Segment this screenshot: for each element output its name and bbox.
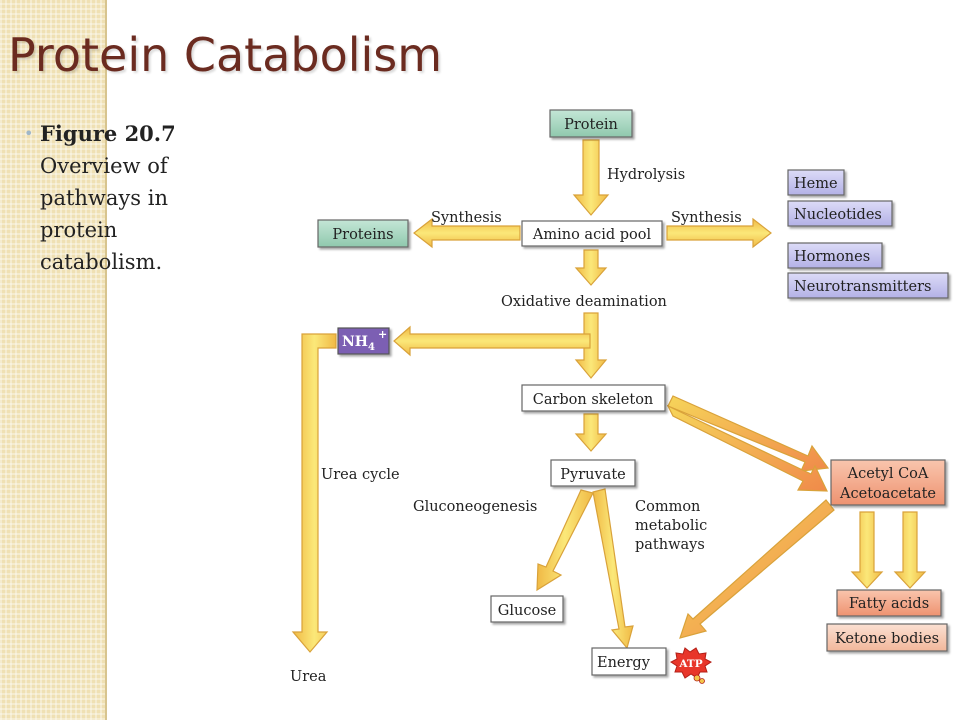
box-acetyl-coa [830, 459, 946, 506]
box-neurotransmitters [787, 272, 949, 299]
box-pyruvate [550, 459, 636, 487]
arrow-gluconeogenesis [536, 489, 594, 592]
label-common: Common [635, 499, 700, 515]
arrow-synthesis-left [413, 217, 521, 249]
label-neurotransmitters: Neurotransmitters [794, 279, 931, 295]
atp-burst-icon [670, 647, 712, 684]
strip-edge-line [105, 0, 107, 720]
box-nh4 [337, 327, 390, 355]
arrow-to-deamination [574, 249, 608, 286]
label-heme: Heme [794, 176, 838, 192]
arrows [291, 139, 927, 653]
label-hydrolysis: Hydrolysis [607, 167, 685, 183]
box-ketone-bodies [826, 623, 948, 652]
box-energy [591, 647, 667, 676]
arrow-urea-cycle [291, 333, 337, 653]
label-acetyl-coa: Acetyl CoA [847, 466, 929, 482]
box-protein [549, 109, 633, 138]
box-hormones [787, 242, 883, 269]
box-nucleotides [787, 200, 893, 227]
label-fatty-acids: Fatty acids [849, 596, 929, 612]
box-proteins [317, 219, 409, 248]
box-glucose [490, 595, 564, 623]
label-acetoacetate: Acetoacetate [839, 486, 936, 502]
arrow-to-acetyl-1 [667, 395, 830, 472]
label-synthesis-right: Synthesis [671, 210, 742, 226]
arrow-hydrolysis [572, 139, 610, 216]
label-glucose: Glucose [498, 603, 556, 619]
label-urea-cycle: Urea cycle [321, 467, 400, 483]
arrow-to-carbon-skeleton [574, 312, 608, 379]
label-nh4: NH4+ [342, 328, 387, 353]
slide-title: Protein Catabolism [8, 28, 443, 82]
arrow-to-fatty-acids-1 [850, 511, 884, 589]
label-protein: Protein [564, 117, 618, 133]
label-proteins: Proteins [332, 227, 393, 243]
label-nucleotides: Nucleotides [794, 207, 882, 223]
label-gluconeogenesis: Gluconeogenesis [413, 499, 537, 515]
arrow-to-fatty-acids-2 [893, 511, 927, 589]
arrow-to-pyruvate [574, 413, 608, 452]
label-pyruvate: Pyruvate [560, 467, 625, 483]
figure-caption: • Figure 20.7 Overview of pathways in pr… [24, 118, 230, 278]
label-carbon-skeleton: Carbon skeleton [533, 392, 654, 408]
bullet-icon: • [24, 124, 34, 143]
box-amino-acid-pool [521, 220, 663, 247]
label-atp: ATP [678, 658, 702, 670]
arrow-to-acetyl-2 [666, 404, 828, 492]
arrow-acetyl-to-atp [679, 499, 835, 639]
box-fatty-acids [836, 589, 942, 617]
label-energy: Energy [597, 655, 651, 671]
label-urea: Urea [290, 669, 327, 685]
label-oxidative-deamination: Oxidative deamination [501, 294, 667, 310]
arrow-to-nh4 [393, 325, 591, 357]
box-heme [787, 169, 845, 196]
decorative-side-strip [0, 0, 105, 720]
box-carbon-skeleton [521, 384, 666, 412]
label-amino-acid-pool: Amino acid pool [532, 227, 652, 243]
figure-number: Figure 20.7 [40, 121, 176, 146]
label-synthesis-left: Synthesis [431, 210, 502, 226]
label-ketone-bodies: Ketone bodies [835, 631, 939, 647]
label-metabolic: metabolic [635, 518, 707, 534]
arrow-synthesis-right [666, 217, 772, 249]
arrow-pyruvate-to-energy [592, 488, 634, 650]
label-pathways: pathways [635, 537, 705, 553]
label-hormones: Hormones [794, 249, 870, 265]
caption-text: Overview of pathways in protein cataboli… [40, 154, 168, 274]
